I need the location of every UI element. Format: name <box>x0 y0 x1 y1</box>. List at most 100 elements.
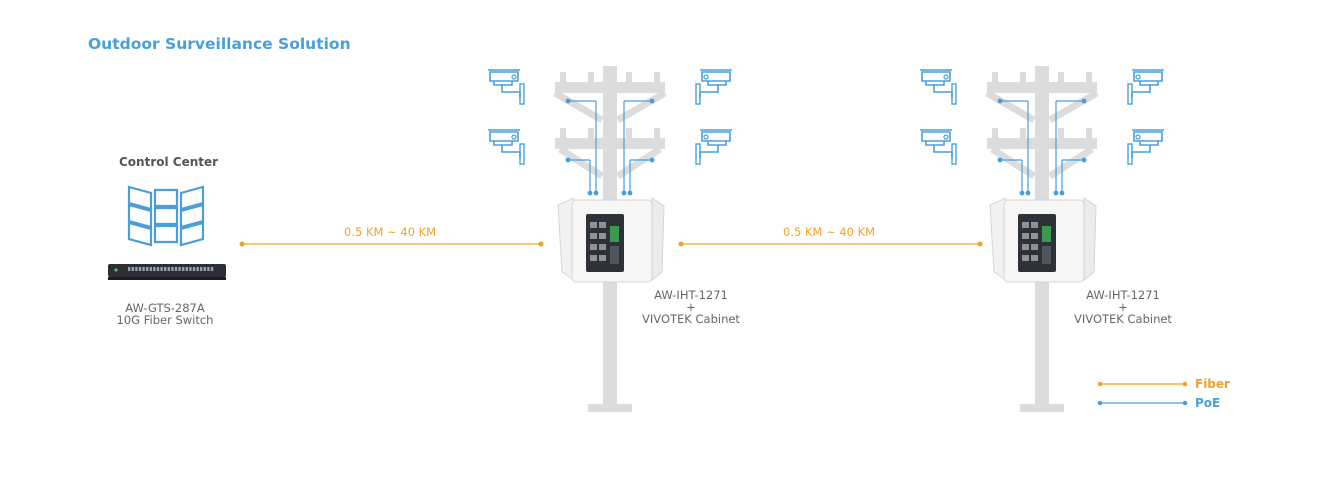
pole-brace-bottom <box>990 146 1094 179</box>
fiber-link-2-dot-b <box>977 241 983 247</box>
video-wall-panel <box>127 185 153 211</box>
switch-port <box>1022 255 1029 261</box>
pole-crossarm-bottom <box>987 138 1097 149</box>
camera-lens <box>511 134 517 140</box>
camera-housing <box>701 71 731 86</box>
camera-mount-arm <box>699 145 719 158</box>
video-wall-panel <box>179 185 205 211</box>
pole-brace-top <box>985 89 1099 124</box>
camera-wall-plate <box>951 83 957 105</box>
camera-lens <box>1135 134 1141 140</box>
switch-port <box>131 267 134 271</box>
camera-housing <box>701 131 731 146</box>
camera-housing <box>489 131 519 146</box>
switch-port <box>1022 222 1029 228</box>
camera-lens <box>511 74 517 80</box>
poe-dot <box>1081 157 1087 163</box>
pole-insulator <box>588 128 594 140</box>
switch-fiber-slot <box>610 246 619 264</box>
pole-insulator <box>560 128 566 140</box>
video-wall-panel <box>127 221 153 247</box>
poe-dot <box>649 157 655 163</box>
switch-base <box>108 277 226 280</box>
pole-brace-top <box>553 89 667 124</box>
switch-desc: 10G Fiber Switch <box>116 313 214 327</box>
camera-wall-plate <box>1127 143 1133 165</box>
switch-port <box>174 267 178 271</box>
poe-dot <box>1053 190 1059 196</box>
camera-icon <box>695 69 732 105</box>
switch-port <box>146 267 149 271</box>
poe-dot <box>1019 190 1025 196</box>
pole-insulator <box>1058 72 1064 84</box>
switch-port <box>1031 222 1038 228</box>
poe-dot <box>1059 190 1065 196</box>
video-wall-panel <box>153 206 179 226</box>
pole-insulator <box>992 128 998 140</box>
camera-icon <box>1127 129 1164 165</box>
switch-port <box>599 255 606 261</box>
camera-housing <box>1133 71 1163 86</box>
fiber-link-2-dot-a <box>678 241 684 247</box>
camera-icon <box>488 69 525 105</box>
pole-insulator <box>626 128 632 140</box>
camera-icon <box>920 129 957 165</box>
legend-fiber-dot-a <box>1097 381 1103 387</box>
site-2-cabinet: VIVOTEK Cabinet <box>1074 312 1172 326</box>
legend-poe-dot-b <box>1182 400 1188 406</box>
camera-housing <box>921 71 951 86</box>
switch-port <box>171 267 174 271</box>
camera-mount-arm <box>933 85 953 98</box>
switch-port <box>599 244 606 250</box>
switch-led <box>114 268 118 272</box>
pole-crossarm-bottom <box>555 138 665 149</box>
switch-port <box>192 267 196 271</box>
switch-port <box>207 267 210 271</box>
switch-port <box>590 244 597 250</box>
camera-wall-plate <box>519 143 525 165</box>
pole-insulator <box>1020 128 1026 140</box>
video-wall-panel <box>179 221 205 247</box>
camera-mount-arm <box>933 145 953 158</box>
pole-crossarm-top <box>987 82 1097 93</box>
camera-lens <box>943 74 949 80</box>
camera-icon <box>920 69 957 105</box>
site-2-caption: AW-IHT-1271 + VIVOTEK Cabinet <box>1058 289 1188 325</box>
site-1-plus: + <box>686 300 696 314</box>
switch-port <box>185 267 188 271</box>
switch-port <box>1031 244 1038 250</box>
switch-port <box>196 267 199 271</box>
poe-dot <box>627 190 633 196</box>
poe-dot <box>593 190 599 196</box>
video-wall-panel <box>153 224 179 244</box>
site-1-model: AW-IHT-1271 <box>654 288 728 302</box>
camera-mount-arm <box>699 85 719 98</box>
switch-port <box>160 267 163 271</box>
cabinet-door-right <box>1083 197 1097 282</box>
poe-dot <box>565 98 571 104</box>
legend-fiber-dot-b <box>1182 381 1188 387</box>
switch-port <box>153 267 156 271</box>
pole-crossarm-top <box>555 82 665 93</box>
switch-port <box>135 267 138 271</box>
poe-dot <box>1025 190 1031 196</box>
camera-lens <box>703 134 709 140</box>
camera-wall-plate <box>695 143 701 165</box>
switch-terminal-block <box>1042 226 1051 242</box>
switch-port <box>1031 255 1038 261</box>
switch-port <box>128 267 131 271</box>
camera-wall-plate <box>519 83 525 105</box>
control-center-label: Control Center <box>119 155 219 169</box>
switch-port <box>590 233 597 239</box>
video-wall-panel <box>127 203 153 229</box>
switch-caption: AW-GTS-287A 10G Fiber Switch <box>100 302 230 326</box>
pole-insulator <box>588 72 594 84</box>
camera-icon <box>488 129 525 165</box>
camera-mount-arm <box>1131 145 1151 158</box>
switch-port <box>1031 233 1038 239</box>
link-distance-2: 0.5 KM ~ 40 KM <box>783 225 876 239</box>
switch-port <box>1022 233 1029 239</box>
switch-port <box>1022 244 1029 250</box>
